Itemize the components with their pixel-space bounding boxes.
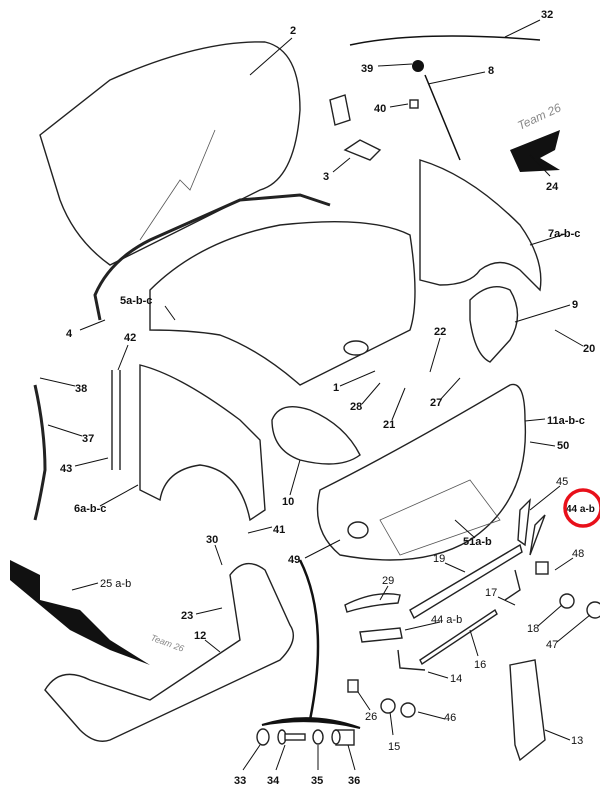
label-33: 33: [234, 775, 246, 787]
label-24: 24: [546, 181, 559, 193]
label-11: 11a-b-c: [547, 415, 585, 427]
label-6: 6a-b-c: [74, 503, 106, 515]
label-10: 10: [282, 496, 294, 508]
label-12: 12: [194, 630, 206, 642]
label-44-a-b-highlighted[interactable]: 44 a-b: [566, 504, 595, 515]
decal-part-25: Team 26: [10, 560, 185, 665]
label-40: 40: [374, 103, 386, 115]
label-9: 9: [572, 299, 578, 311]
label-51: 51a-b: [463, 536, 492, 548]
label-35: 35: [311, 775, 323, 787]
label-8: 8: [488, 65, 494, 77]
fender-part-6: [139, 364, 266, 522]
headlamp-part-9: [469, 286, 519, 363]
leader-lines: [39, 19, 591, 771]
label-19: 19: [433, 553, 445, 565]
label-45: 45: [556, 476, 568, 488]
label-20: 20: [583, 343, 595, 355]
strip-parts-37-42-43: [33, 370, 121, 521]
label-27: 27: [430, 397, 442, 409]
label-49: 49: [288, 554, 300, 566]
label-21: 21: [383, 419, 395, 431]
crossmember-part-23: [44, 562, 294, 742]
label-34: 34: [267, 775, 280, 787]
label-47: 47: [546, 639, 558, 651]
label-7: 7a-b-c: [548, 228, 580, 240]
decal-text: Team 26: [515, 100, 563, 132]
label-38: 38: [75, 383, 87, 395]
label-25: 25 a-b: [100, 578, 131, 590]
label-28: 28: [350, 401, 362, 413]
label-22: 22: [434, 326, 446, 338]
label-15: 15: [388, 741, 400, 753]
label-5: 5a-b-c: [120, 295, 152, 307]
label-41: 41: [273, 524, 285, 536]
label-44: 44 a-b: [431, 614, 462, 626]
label-37: 37: [82, 433, 94, 445]
label-16: 16: [474, 659, 486, 671]
seal-part-4: [93, 193, 331, 321]
highlight-circle: [563, 488, 600, 528]
label-1: 1: [333, 382, 339, 394]
label-23: 23: [181, 610, 193, 622]
label-18: 18: [527, 623, 539, 635]
trims-and-small-parts: [344, 498, 600, 762]
label-2: 2: [290, 25, 296, 37]
label-4: 4: [66, 328, 73, 340]
hood-part-5: [149, 220, 416, 386]
fastener-kit-33-36: [256, 559, 361, 746]
label-48: 48: [572, 548, 584, 560]
label-42: 42: [124, 332, 136, 344]
decal-part-24: Team 26: [510, 100, 563, 172]
headlamp-part-10: [271, 406, 361, 465]
label-36: 36: [348, 775, 360, 787]
windscreen-part-2: [39, 41, 301, 266]
label-3: 3: [323, 171, 329, 183]
label-39: 39: [361, 63, 373, 75]
label-30: 30: [206, 534, 218, 546]
label-43: 43: [60, 463, 72, 475]
label-13: 13: [571, 735, 583, 747]
label-46: 46: [444, 712, 456, 724]
label-32: 32: [541, 9, 553, 21]
label-26: 26: [365, 711, 377, 723]
label-29: 29: [382, 575, 394, 587]
fender-part-7: [419, 159, 542, 292]
cable-part-32: [329, 35, 541, 161]
decal-text-lower: Team 26: [149, 632, 185, 653]
label-14: 14: [450, 673, 462, 685]
bumper-part-11: [316, 383, 527, 561]
label-17: 17: [485, 587, 497, 599]
label-50: 50: [557, 440, 569, 452]
